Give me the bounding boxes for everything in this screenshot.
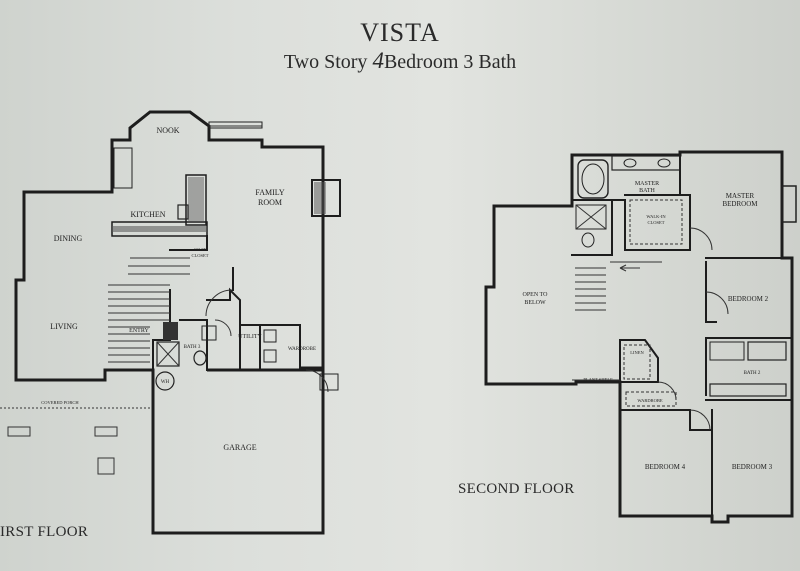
subtitle-post: Bedroom 3 Bath [383,51,517,73]
room-label-dining: DINING [54,234,83,243]
room-label-family-2: ROOM [258,198,282,207]
room-label-bath-2: BATH 2 [744,371,761,376]
room-label-coat-2: CLOSET [191,253,208,258]
plan-subtitle: Two Story 4Bedroom 3 Bath [0,48,800,74]
water-heater-symbol [155,371,175,391]
room-label-master-bedroom-2: BEDROOM [722,200,758,208]
room-label-wardrobe-2: WARDROBE [637,398,663,403]
room-label-bedroom-3: BEDROOM 3 [732,463,773,471]
second-floor-stairs [575,267,606,311]
fireplace [311,179,341,217]
room-label-nook: NOOK [156,126,179,135]
second-floor-plan: MASTER BATH MASTER BEDROOM WALK-IN CLOSE… [484,150,797,524]
room-label-kitchen: KITCHEN [130,210,165,219]
room-label-utility: UTILITY [238,334,262,340]
room-label-wardrobe: WARDROBE [288,347,316,352]
first-floor-stairs [108,284,170,363]
kitchen-island-counter [185,174,207,226]
master-tub [577,159,609,199]
room-label-open-below-1: OPEN TO [523,292,549,298]
room-label-master-bath-2: BATH [639,188,655,194]
room-label-linen: LINEN [630,350,644,355]
room-label-bedroom-4: BEDROOM 4 [645,463,686,471]
plan-title: VISTA [360,18,440,47]
room-label-open-below-2: BELOW [524,300,546,306]
room-label-master-bedroom-1: MASTER [726,192,755,200]
room-label-entry: ENTRY [129,328,149,334]
room-label-master-bath-1: MASTER [635,181,659,187]
first-floor-label: IRST FLOOR [0,524,89,540]
room-label-bath3: BATH 3 [184,345,201,350]
room-label-walk-in-1: WALK-IN [646,214,666,219]
room-label-coat-1: COAT [194,247,206,252]
first-floor-plan: NOOK KITCHEN FAMILY ROOM DINING LIVING E… [0,110,341,535]
subtitle-bedroom-count: 4 [372,48,384,73]
room-label-wh: WH [161,380,170,385]
second-floor-label: SECOND FLOOR [458,481,575,497]
room-label-bedroom-2: BEDROOM 2 [728,295,769,303]
room-label-living: LIVING [50,322,78,331]
room-label-plant-shelf: PLANT SHELF [583,377,613,382]
room-label-garage: GARAGE [223,443,256,452]
room-label-walk-in-2: CLOSET [647,220,664,225]
room-label-family-1: FAMILY [255,188,284,197]
subtitle-pre: Two Story [283,51,368,73]
room-label-porch: COVERED PORCH [41,400,79,405]
